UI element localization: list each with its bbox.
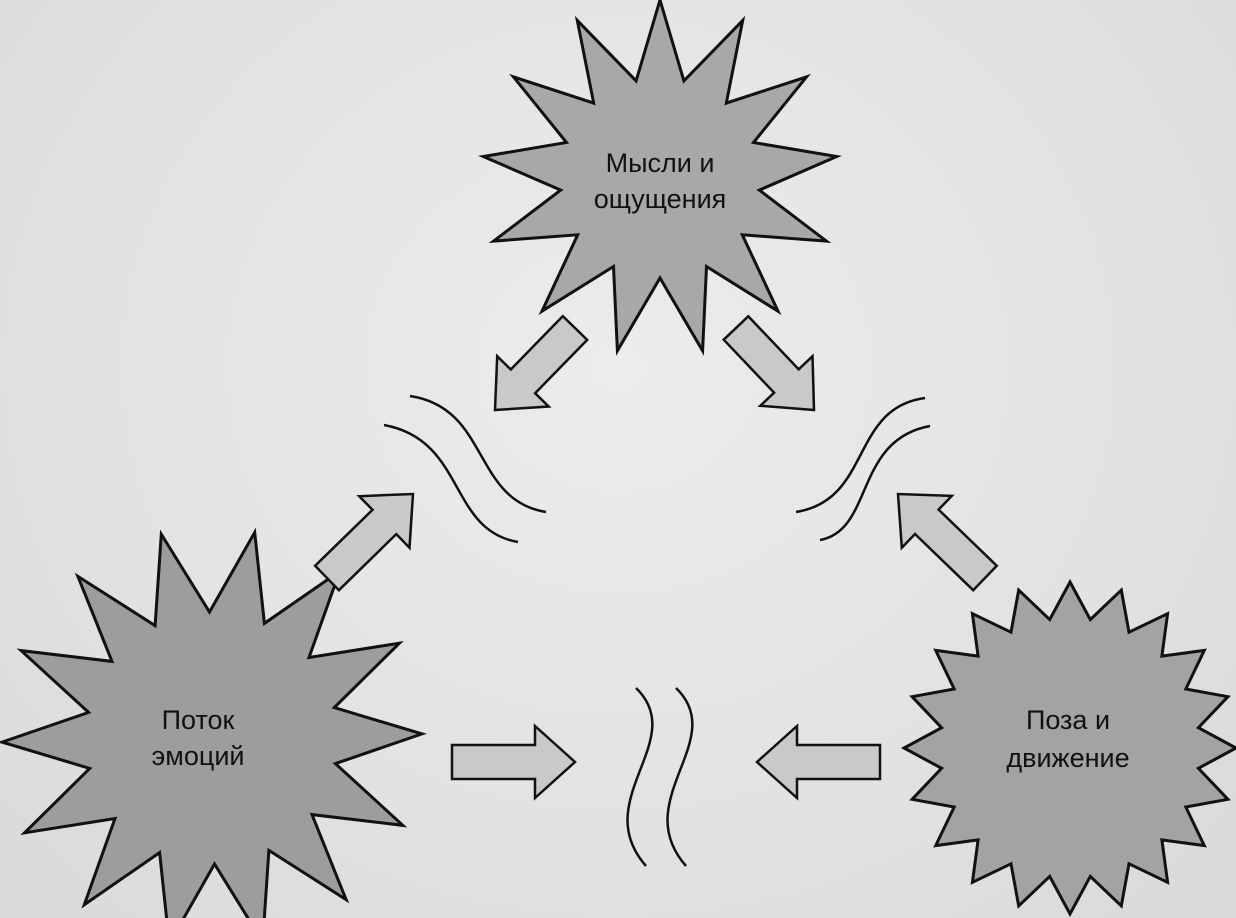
arrow-left-to-left-wave-icon bbox=[313, 492, 415, 592]
arrow-top-to-left-wave-icon bbox=[493, 314, 589, 412]
arrow-top-to-right-wave-icon bbox=[721, 314, 816, 412]
left-wave-pair-icon bbox=[383, 394, 547, 544]
left-starburst-icon bbox=[0, 527, 427, 918]
left-node-label-line1: Поток bbox=[162, 705, 235, 735]
arrow-left-to-bottom-wave-icon bbox=[450, 723, 577, 801]
right-node-label-line2: движение bbox=[1006, 743, 1129, 773]
right-node-label-line1: Поза и bbox=[1026, 705, 1110, 735]
top-starburst-icon bbox=[478, 0, 842, 356]
top-node-label-line2: ощущения bbox=[594, 184, 727, 214]
left-node-label-line2: эмоций bbox=[152, 741, 245, 771]
bottom-wave-pair-icon bbox=[626, 687, 694, 867]
arrow-right-to-bottom-wave-icon bbox=[755, 723, 882, 801]
arrow-right-to-right-wave-icon bbox=[896, 492, 999, 592]
right-wave-pair-icon bbox=[795, 396, 931, 542]
top-node-label-line1: Мысли и bbox=[606, 148, 715, 178]
right-starburst-icon bbox=[900, 578, 1236, 918]
